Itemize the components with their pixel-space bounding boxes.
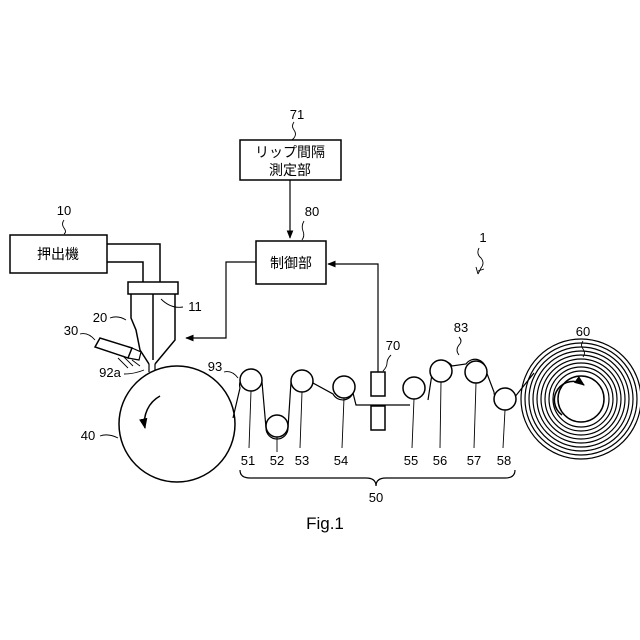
ref-71: 71: [290, 107, 304, 122]
ref-71-leader: [292, 122, 296, 140]
ref-54: 54: [334, 453, 348, 468]
ref-53: 53: [295, 453, 309, 468]
roller-53: [291, 370, 313, 392]
controller-label: 制御部: [270, 255, 312, 271]
die: [128, 282, 178, 380]
lip-gap-measurement-box: リップ間隔 測定部: [240, 140, 341, 180]
casting-drum: [119, 366, 235, 482]
ref-11: 11: [188, 299, 202, 314]
ref-50: 50: [369, 490, 383, 505]
ref-83: 83: [454, 320, 468, 335]
ref-1-leader: [476, 248, 484, 274]
controller-box: 制御部: [256, 241, 326, 284]
ref-70-leader: [383, 355, 391, 371]
ref-57: 57: [467, 453, 481, 468]
sensor-upper: [371, 372, 385, 396]
ref-51: 51: [241, 453, 255, 468]
extruder-pipe: [107, 244, 160, 282]
roller-54: [333, 376, 355, 398]
ref-20: 20: [93, 310, 107, 325]
winding-roll: [521, 339, 640, 459]
measure-label-line1: リップ間隔: [255, 144, 325, 160]
rollers-brace: [240, 470, 515, 486]
ref-30-leader: [80, 334, 95, 340]
roller-56: [430, 360, 452, 382]
ref-10-leader: [63, 220, 66, 234]
ref-10: 10: [57, 203, 71, 218]
thickness-sensor: [371, 372, 385, 430]
figure-caption: Fig.1: [306, 514, 344, 533]
roller-51: [240, 369, 262, 391]
extruder-label: 押出機: [37, 246, 79, 262]
ref-92a: 92a: [99, 365, 121, 380]
air-nozzle: [95, 338, 141, 368]
ref-11-leader: [161, 299, 183, 307]
ref-1: 1: [479, 230, 486, 245]
ref-56: 56: [433, 453, 447, 468]
ref-52: 52: [270, 453, 284, 468]
ref-20-leader: [110, 317, 126, 320]
ref-40-leader: [100, 435, 118, 438]
roller-55: [403, 377, 425, 399]
ref-92a-leader: [124, 370, 144, 374]
ref-80: 80: [305, 204, 319, 219]
ref-30: 30: [64, 323, 78, 338]
sensor-lower: [371, 406, 385, 430]
roller-52: [266, 415, 288, 437]
ref-58: 58: [497, 453, 511, 468]
extruder-box: 押出機: [10, 235, 107, 273]
ref-93: 93: [208, 359, 222, 374]
ref-40: 40: [81, 428, 95, 443]
measure-label-line2: 測定部: [269, 162, 311, 178]
ref-55: 55: [404, 453, 418, 468]
ref-83-leader: [457, 337, 461, 355]
ref-80-leader: [302, 221, 304, 240]
roller-57: [465, 361, 487, 383]
winder-rotation-arrow: [554, 381, 584, 415]
ref-70: 70: [386, 338, 400, 353]
arrow-sensor-to-controller: [328, 264, 378, 372]
roller-58: [494, 388, 516, 410]
ref-60: 60: [576, 324, 590, 339]
ref-93-leader: [224, 372, 238, 378]
